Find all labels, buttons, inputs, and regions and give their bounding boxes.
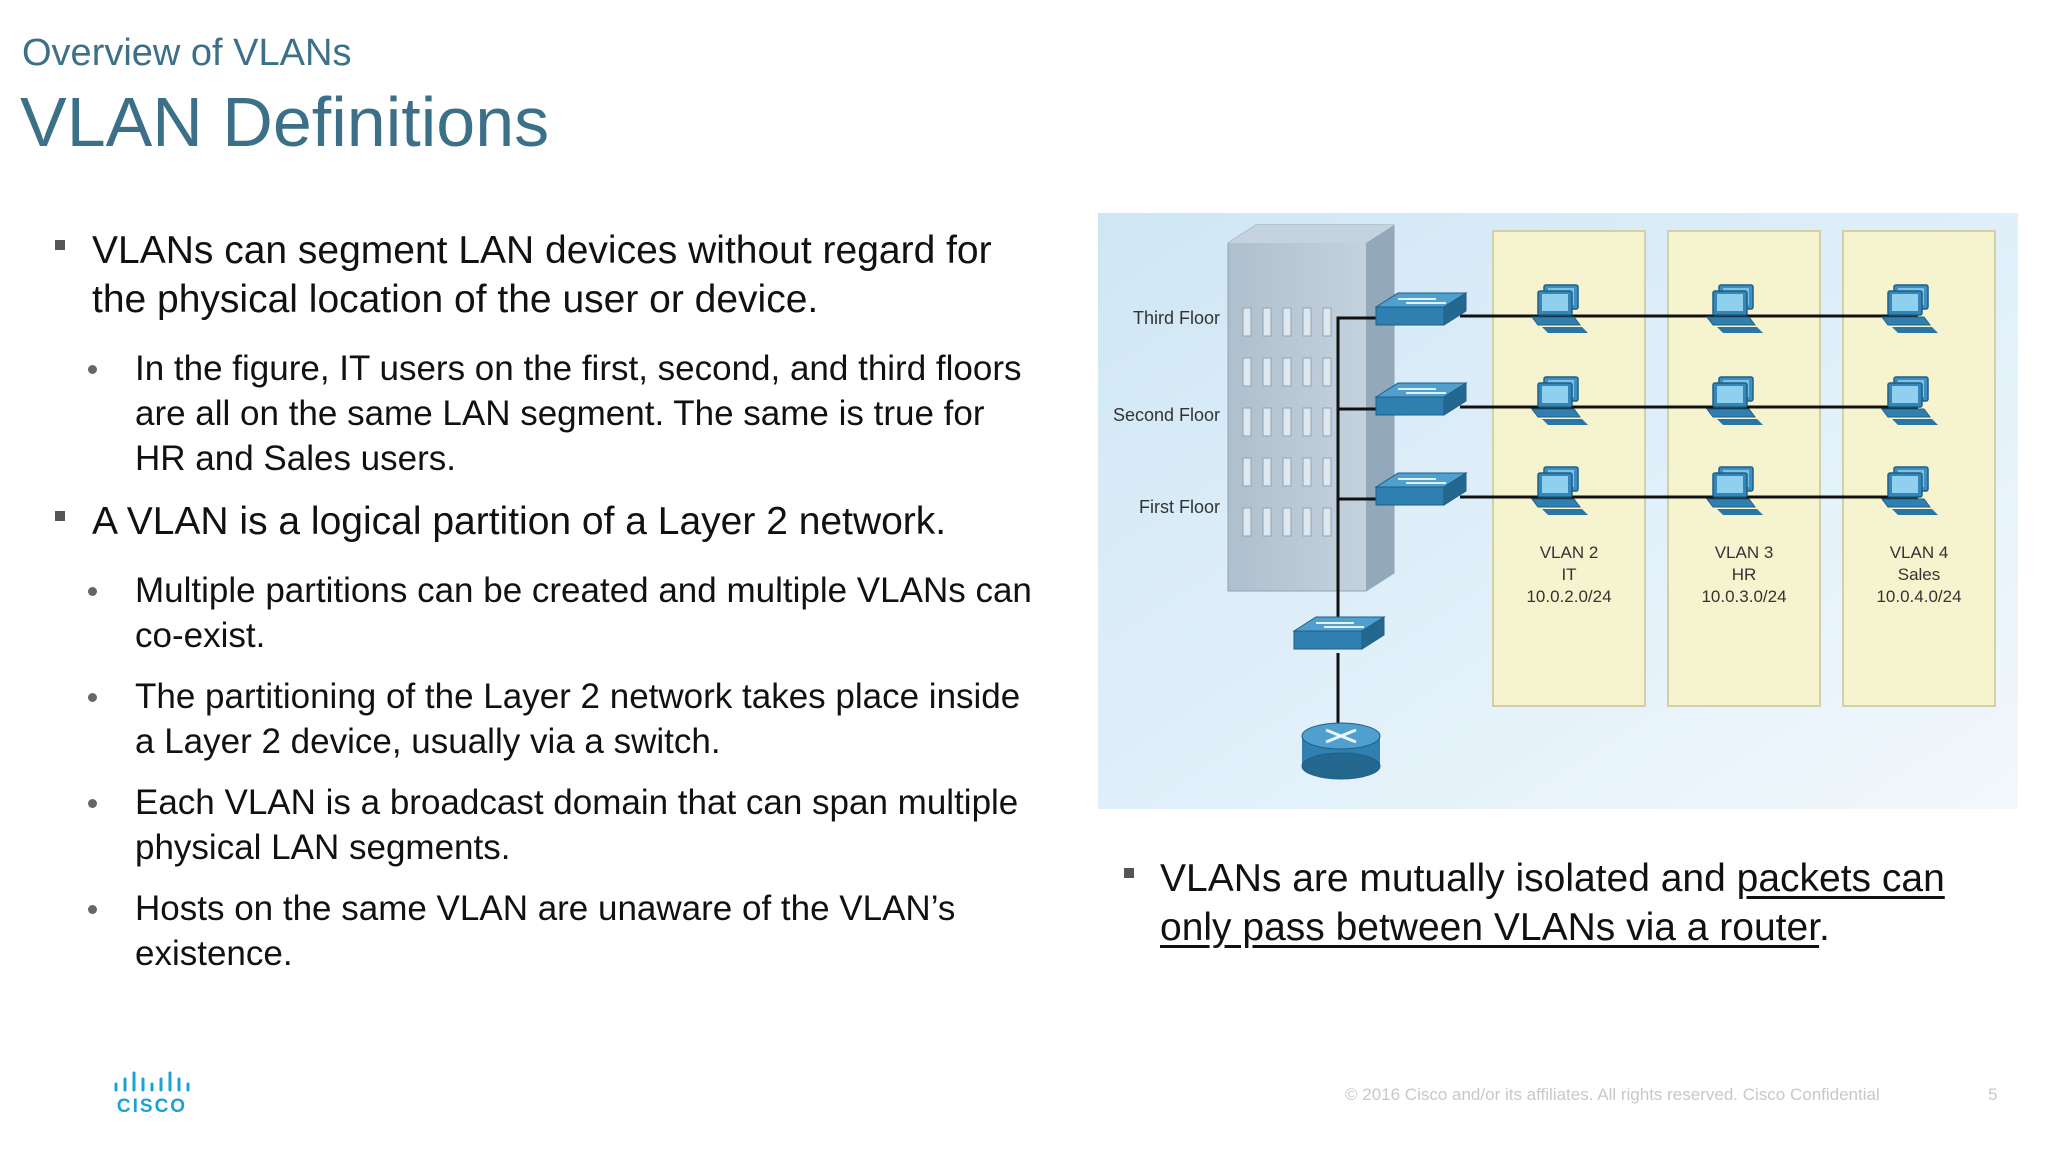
sub-bullet-4-text: Each VLAN is a broadcast domain that can… <box>135 783 1019 867</box>
cisco-logo: CISCO <box>114 1071 190 1117</box>
right-bullet-suffix: . <box>1819 906 1830 949</box>
slide-subtitle: Overview of VLANs <box>22 32 352 74</box>
sub-bullet-1-text: In the figure, IT users on the first, se… <box>135 349 1022 478</box>
right-bullet-underlined: packets can only pass between VLANs via … <box>1160 857 1945 949</box>
vlan-network-figure: Third Floor Second Floor First Floor VLA… <box>1098 213 2018 809</box>
cisco-logo-text: CISCO <box>117 1096 187 1117</box>
sub-bullet-1: In the figure, IT users on the first, se… <box>50 346 1040 481</box>
vlan-hr-name: VLAN 3 <box>1715 543 1774 562</box>
router-icon <box>1301 722 1381 780</box>
square-bullet-icon <box>55 511 65 521</box>
vlan-sales-subnet: 10.0.4.0/24 <box>1876 587 1961 606</box>
dot-bullet-icon <box>88 905 97 914</box>
vlan-hr-subnet: 10.0.3.0/24 <box>1701 587 1786 606</box>
dot-bullet-icon <box>88 365 97 374</box>
vlan-it-name: VLAN 2 <box>1540 543 1599 562</box>
slide-title: VLAN Definitions <box>20 83 550 161</box>
vlan-sales-dept: Sales <box>1898 565 1941 584</box>
left-bullet-list: VLANs can segment LAN devices without re… <box>50 226 1040 992</box>
dot-bullet-icon <box>88 693 97 702</box>
vlan-it-dept: IT <box>1561 565 1576 584</box>
sub-bullet-4: Each VLAN is a broadcast domain that can… <box>50 780 1040 870</box>
copyright-footer: © 2016 Cisco and/or its affiliates. All … <box>1345 1085 1880 1104</box>
dot-bullet-icon <box>88 587 97 596</box>
square-bullet-icon <box>55 240 65 250</box>
vlan-sales-name: VLAN 4 <box>1890 543 1949 562</box>
sub-bullet-2: Multiple partitions can be created and m… <box>50 568 1040 658</box>
floor-label-first: First Floor <box>1139 497 1220 517</box>
right-bullet-prefix: VLANs are mutually isolated and <box>1160 857 1737 900</box>
dot-bullet-icon <box>88 799 97 808</box>
square-bullet-icon <box>1124 868 1134 878</box>
bullet-2-text: A VLAN is a logical partition of a Layer… <box>92 500 947 543</box>
vlan-hr-dept: HR <box>1732 565 1757 584</box>
right-bullet: VLANs are mutually isolated and packets … <box>1120 854 2020 952</box>
bullet-2: A VLAN is a logical partition of a Layer… <box>50 497 1040 546</box>
sub-bullet-5-text: Hosts on the same VLAN are unaware of th… <box>135 889 956 973</box>
sub-bullet-5: Hosts on the same VLAN are unaware of th… <box>50 886 1040 976</box>
floor-label-second: Second Floor <box>1113 405 1220 425</box>
sub-bullet-3: The partitioning of the Layer 2 network … <box>50 674 1040 764</box>
floor-label-third: Third Floor <box>1133 308 1220 328</box>
bullet-1-text: VLANs can segment LAN devices without re… <box>92 229 992 321</box>
page-number: 5 <box>1988 1085 1998 1104</box>
sub-bullet-2-text: Multiple partitions can be created and m… <box>135 571 1032 655</box>
bullet-1: VLANs can segment LAN devices without re… <box>50 226 1040 324</box>
vlan-it-subnet: 10.0.2.0/24 <box>1526 587 1611 606</box>
sub-bullet-3-text: The partitioning of the Layer 2 network … <box>135 677 1021 761</box>
